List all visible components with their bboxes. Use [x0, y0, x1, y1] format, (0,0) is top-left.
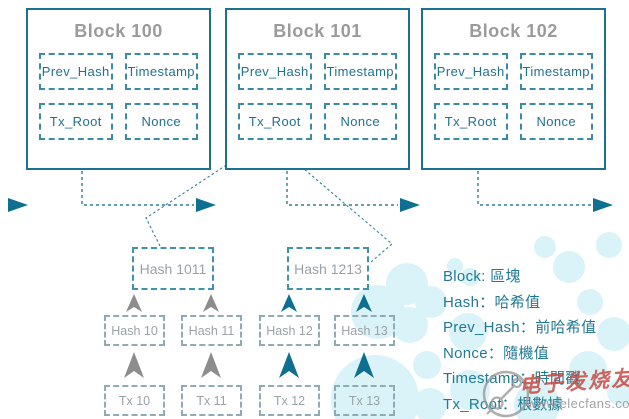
legend-item-timestamp: Timestamp：時間戳: [443, 370, 581, 387]
bubble-decoration: [415, 286, 447, 318]
hash-11-box: Hash 11: [181, 315, 242, 346]
field-nonce: Nonce: [323, 103, 397, 140]
bubble-decoration: [569, 351, 607, 389]
bubble-decoration: [596, 232, 622, 258]
legend-item-hash: Hash：哈希值: [443, 293, 541, 311]
block-title: Block 102: [469, 21, 558, 41]
hash-13-box: Hash 13: [334, 315, 395, 346]
bubble-decoration: [447, 258, 463, 274]
merkle-arrow-tx13-up: [354, 352, 374, 378]
bubble-decoration: [534, 236, 556, 258]
tx-13-box: Tx 13: [334, 385, 395, 416]
tx-12-box: Tx 12: [259, 385, 320, 416]
field-prev-hash: Prev_Hash: [238, 53, 312, 90]
chain-connector-block100: [81, 171, 194, 206]
block-100: Block 100 Prev_Hash Timestamp Tx_Root No…: [26, 8, 211, 170]
flow-arrowhead-right-edge: [593, 198, 613, 212]
flow-arrowhead-to-block101: [196, 198, 216, 212]
bubble-decoration: [413, 351, 441, 379]
field-timestamp: Timestamp: [124, 53, 198, 90]
merkle-arrow-hash13-up: [356, 294, 372, 312]
legend-item-nonce: Nonce：隨機值: [443, 344, 550, 362]
merkle-arrow-hash12-up: [281, 294, 297, 312]
field-nonce: Nonce: [519, 103, 593, 140]
bubble-decoration: [450, 370, 490, 410]
field-tx-root: Tx_Root: [434, 103, 508, 140]
legend-item-block: Block: 區塊: [443, 268, 521, 285]
field-prev-hash: Prev_Hash: [39, 53, 113, 90]
bubble-decoration: [553, 251, 585, 283]
hash-12-box: Hash 12: [259, 315, 320, 346]
bubble-decoration: [607, 378, 629, 406]
watermark-url: www.elecfans.com: [527, 396, 629, 411]
field-tx-root: Tx_Root: [39, 103, 113, 140]
txroot-link-hash1213: [302, 167, 393, 263]
flow-arrowhead-to-block102: [400, 198, 420, 212]
bubble-decoration: [331, 355, 419, 419]
txroot-link-hash1011: [145, 163, 229, 247]
watermark-logo-icon: [482, 370, 530, 418]
bubble-decoration: [413, 388, 447, 419]
merkle-arrow-tx10-up: [124, 352, 144, 378]
legend-item-prev-hash: Prev_Hash：前哈希值: [443, 319, 597, 336]
merkle-arrow-hash10-up: [126, 294, 142, 312]
block-title: Block 100: [74, 21, 163, 41]
field-tx-root: Tx_Root: [238, 103, 312, 140]
block-102: Block 102 Prev_Hash Timestamp Tx_Root No…: [421, 8, 606, 170]
bubble-decoration: [597, 317, 629, 351]
field-prev-hash: Prev_Hash: [434, 53, 508, 90]
merkle-arrow-tx11-up: [201, 352, 221, 378]
chain-connector-block102: [477, 171, 591, 206]
bubble-decoration: [461, 268, 479, 286]
block-101: Block 101 Prev_Hash Timestamp Tx_Root No…: [225, 8, 410, 170]
merkle-arrow-tx12-up: [279, 352, 299, 378]
block-fields: Prev_Hash Timestamp Tx_Root Nonce: [423, 42, 604, 140]
merkle-arrow-hash11-up: [203, 294, 219, 312]
bubble-decoration: [577, 289, 603, 315]
tx-10-box: Tx 10: [104, 385, 165, 416]
tx-11-box: Tx 11: [181, 385, 242, 416]
bubble-decoration: [514, 382, 560, 419]
hash-10-box: Hash 10: [104, 315, 165, 346]
bubble-decoration: [392, 307, 428, 343]
block-title: Block 101: [273, 21, 362, 41]
bubble-decoration: [449, 313, 487, 351]
block-fields: Prev_Hash Timestamp Tx_Root Nonce: [28, 42, 209, 140]
hash-1213-box: Hash 1213: [287, 247, 369, 290]
field-timestamp: Timestamp: [323, 53, 397, 90]
hash-1011-box: Hash 1011: [132, 247, 214, 290]
chain-connector-block101: [286, 171, 398, 206]
block-fields: Prev_Hash Timestamp Tx_Root Nonce: [227, 42, 408, 140]
field-timestamp: Timestamp: [519, 53, 593, 90]
flow-arrowhead-left-edge: [8, 198, 28, 212]
field-nonce: Nonce: [124, 103, 198, 140]
